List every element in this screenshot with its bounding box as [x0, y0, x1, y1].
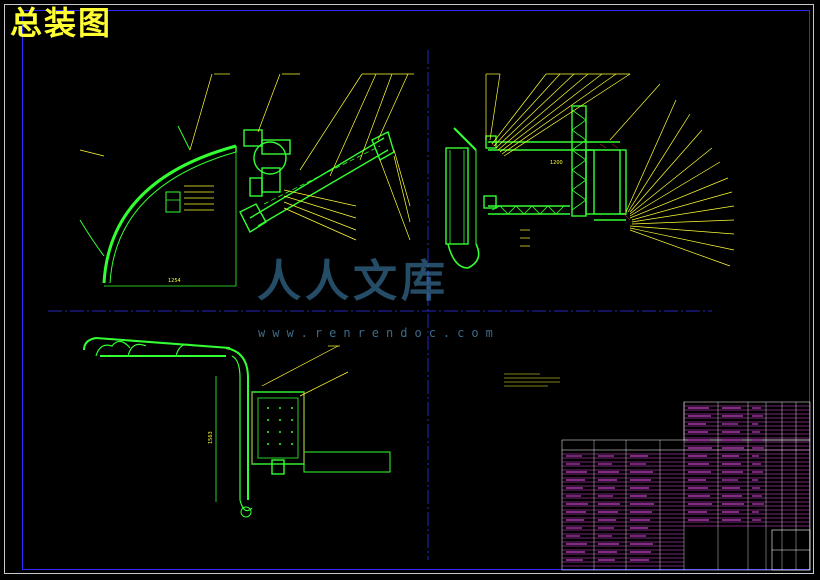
leader-lines-upper-left	[79, 73, 414, 241]
technical-notes	[504, 373, 560, 387]
lower-left-hatch	[251, 392, 305, 464]
drawing-title: 总装图	[10, 4, 113, 42]
watermark-url: www.renrendoc.com	[258, 326, 500, 340]
centerlines	[48, 50, 712, 560]
dimension-lower-left-height: 1563	[208, 431, 214, 444]
upper-right-view	[445, 105, 627, 269]
inclined-conveyor-lower-left	[249, 137, 389, 227]
leader-lines-lower-left	[261, 345, 349, 397]
bom-rows	[562, 405, 810, 567]
title-block-cell	[771, 529, 811, 571]
lower-left-view	[83, 336, 391, 518]
bom-text-marks	[566, 407, 764, 561]
dimension-upper-right-length: 1200	[550, 160, 563, 166]
lower-left-grid-marks	[267, 407, 293, 445]
bom-columns	[593, 402, 797, 570]
leader-lines-upper-right	[485, 73, 735, 267]
drawing-border-outer	[4, 4, 814, 574]
drawing-border-inner	[22, 10, 810, 570]
dimension-upper-left-width: 1254	[168, 278, 181, 284]
watermark-text: 人人文库	[257, 256, 449, 307]
upper-left-view	[79, 125, 395, 287]
